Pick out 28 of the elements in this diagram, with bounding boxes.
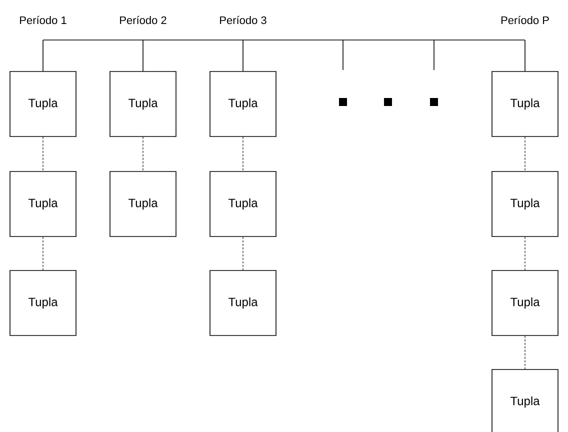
tuple-box: Tupla — [210, 171, 276, 237]
tuple-box: Tupla — [110, 71, 176, 137]
period-label: Período P — [501, 16, 549, 24]
connector-line — [42, 40, 44, 72]
tuple-box: Tupla — [492, 369, 558, 432]
connector-line — [524, 236, 526, 270]
tuple-box: Tupla — [492, 171, 558, 237]
connector-line — [524, 136, 526, 172]
period-label: Período 3 — [220, 16, 266, 24]
tuple-box: Tupla — [10, 71, 76, 137]
connector-line — [242, 136, 244, 172]
tuple-box: Tupla — [210, 71, 276, 137]
connector-line — [142, 40, 144, 72]
connector-line — [524, 336, 526, 370]
tuple-box: Tupla — [110, 171, 176, 237]
tuple-box: Tupla — [10, 171, 76, 237]
connector-line — [142, 136, 144, 172]
tuple-box: Tupla — [492, 71, 558, 137]
connector-line — [42, 236, 44, 270]
tuple-box: Tupla — [492, 270, 558, 336]
connector-line — [524, 40, 526, 72]
period-label: Período 1 — [20, 16, 66, 24]
connector-line — [242, 40, 244, 72]
connector-line — [242, 236, 244, 270]
connector-line — [42, 136, 44, 172]
tuple-box: Tupla — [210, 270, 276, 336]
period-label: Período 2 — [120, 16, 166, 24]
tuple-box: Tupla — [10, 270, 76, 336]
